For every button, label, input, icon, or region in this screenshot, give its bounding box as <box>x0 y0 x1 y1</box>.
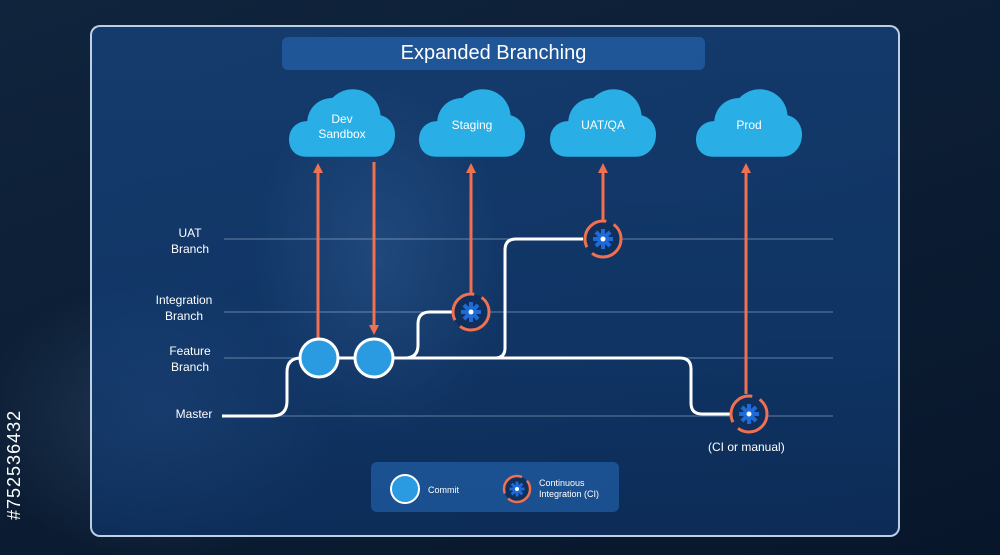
ci-master-icon <box>729 394 769 434</box>
feature-branch-label: Feature Branch <box>169 344 211 374</box>
env-label-dev: Dev Sandbox <box>318 112 366 141</box>
legend-icons <box>390 474 532 504</box>
master-label: Master <box>175 407 213 421</box>
integration-branch-label: Integration Branch <box>155 293 213 323</box>
feature-to-uat-path <box>494 237 583 360</box>
legend-commit-label: Commit <box>428 485 459 495</box>
feature-to-integration-path <box>404 310 453 360</box>
ci-or-manual-note: (CI or manual) <box>708 440 785 454</box>
ci-uat-icon <box>583 219 623 259</box>
legend-ci-label: Continuous Integration (CI) <box>539 478 600 499</box>
commit-circle <box>298 337 340 379</box>
uat-branch-label: UAT Branch <box>170 226 210 256</box>
master-feature-path <box>222 356 733 418</box>
env-label-staging: Staging <box>451 118 493 132</box>
watermark-id: #752536432 <box>4 409 24 520</box>
legend-commit-icon <box>390 474 420 504</box>
legend-ci-icon <box>502 474 532 504</box>
env-label-prod: Prod <box>736 118 762 132</box>
env-label-uatqa: UAT/QA <box>581 118 625 132</box>
ci-integration-icon <box>451 292 491 332</box>
diagram-title: Expanded Branching <box>282 37 705 70</box>
commit-circle <box>353 337 395 379</box>
